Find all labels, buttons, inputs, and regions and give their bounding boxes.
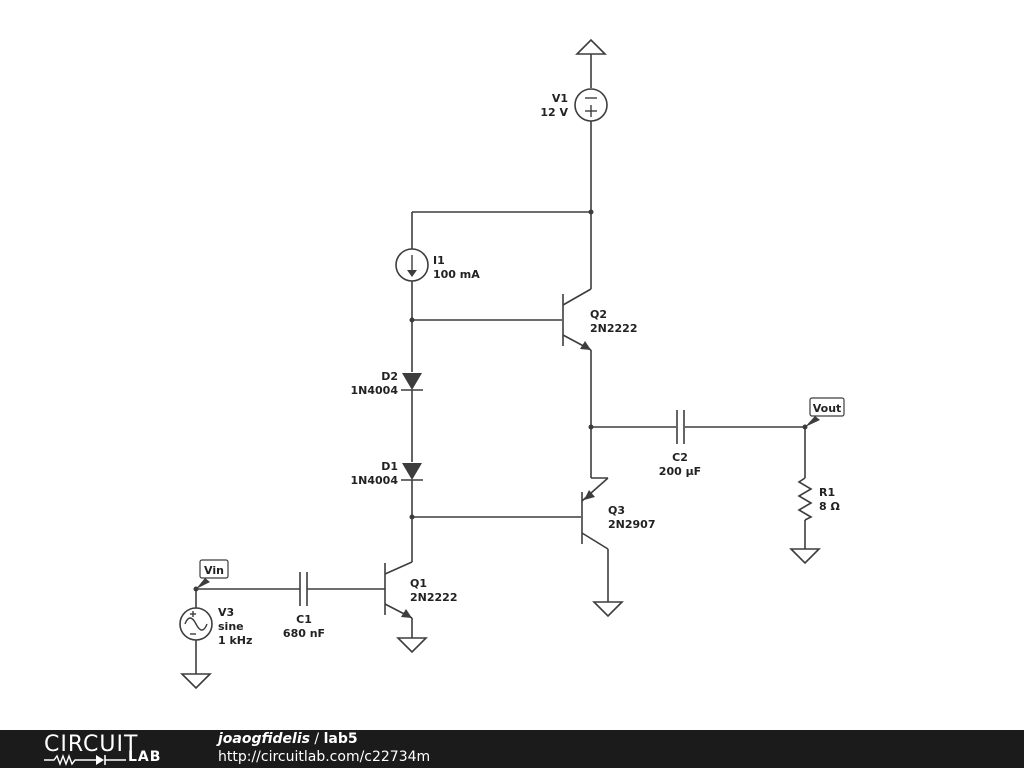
credit-separator: / bbox=[309, 731, 324, 747]
c2-capacitor[interactable] bbox=[676, 410, 685, 444]
ground-top bbox=[575, 38, 607, 88]
c1-capacitor[interactable] bbox=[299, 572, 308, 606]
project-url[interactable]: http://circuitlab.com/c22734m bbox=[218, 749, 431, 765]
c1-value: 680 nF bbox=[283, 627, 325, 640]
project-credit: joaogfidelis / lab5 bbox=[218, 731, 358, 747]
q1-npn-transistor[interactable] bbox=[384, 561, 413, 619]
q1-value: 2N2222 bbox=[410, 591, 457, 604]
r1-resistor[interactable] bbox=[797, 477, 813, 521]
c1-name: C1 bbox=[296, 613, 312, 626]
q2-value: 2N2222 bbox=[590, 322, 637, 335]
v3-type: sine bbox=[218, 620, 244, 633]
d1-diode[interactable] bbox=[401, 463, 423, 481]
r1-value: 8 Ω bbox=[819, 500, 840, 513]
footer-bar: CIRCUIT LAB joaogfidelis / lab5 http://c… bbox=[0, 730, 1024, 768]
logo-lab-text: LAB bbox=[128, 749, 162, 765]
v3-freq: 1 kHz bbox=[218, 634, 252, 647]
v3-sine-source[interactable] bbox=[179, 607, 213, 641]
d1-value: 1N4004 bbox=[351, 474, 399, 487]
v1-dc-source[interactable] bbox=[574, 88, 608, 122]
q2-name: Q2 bbox=[590, 308, 607, 321]
v1-value: 12 V bbox=[540, 106, 568, 119]
circuit-schematic: V1 12 V I1 100 mA Q2 2N2222 D2 1N4004 D1… bbox=[179, 38, 845, 690]
i1-current-source[interactable] bbox=[395, 248, 429, 282]
q3-name: Q3 bbox=[608, 504, 625, 517]
project-name[interactable]: lab5 bbox=[323, 731, 358, 747]
logo-circuit-text: CIRCUIT bbox=[44, 732, 139, 757]
q2-npn-transistor[interactable] bbox=[562, 288, 592, 351]
c2-value: 200 µF bbox=[659, 465, 701, 478]
q3-value: 2N2907 bbox=[608, 518, 655, 531]
vout-net-flag[interactable]: Vout bbox=[805, 397, 845, 427]
vout-label: Vout bbox=[813, 402, 842, 415]
d1-name: D1 bbox=[381, 460, 398, 473]
r1-name: R1 bbox=[819, 486, 835, 499]
ground-q1 bbox=[396, 637, 428, 654]
vin-net-flag[interactable]: Vin bbox=[196, 559, 229, 589]
v1-name: V1 bbox=[552, 92, 568, 105]
vin-label: Vin bbox=[204, 564, 224, 577]
i1-value: 100 mA bbox=[433, 268, 480, 281]
d2-name: D2 bbox=[381, 370, 398, 383]
author-link[interactable]: joaogfidelis bbox=[218, 731, 310, 747]
d2-value: 1N4004 bbox=[351, 384, 399, 397]
c2-name: C2 bbox=[672, 451, 688, 464]
q1-name: Q1 bbox=[410, 577, 427, 590]
ground-v3 bbox=[180, 673, 212, 690]
logo-resistor-diode-icon bbox=[44, 754, 126, 766]
v3-name: V3 bbox=[218, 606, 234, 619]
d2-diode[interactable] bbox=[401, 373, 423, 391]
ground-r1 bbox=[789, 548, 821, 565]
q3-pnp-transistor[interactable] bbox=[581, 477, 609, 550]
ground-q3 bbox=[592, 601, 624, 618]
i1-name: I1 bbox=[433, 254, 445, 267]
